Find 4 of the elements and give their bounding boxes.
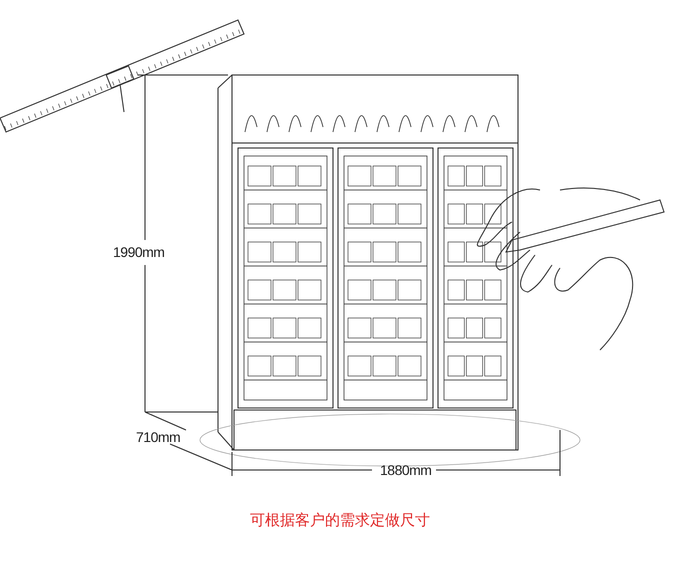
- dimension-label: 710mm: [136, 429, 180, 445]
- dimension-label: 1990mm: [113, 244, 164, 260]
- caption: 可根据客户的需求定做尺寸: [250, 512, 430, 529]
- dimension-label: 1880mm: [380, 462, 432, 478]
